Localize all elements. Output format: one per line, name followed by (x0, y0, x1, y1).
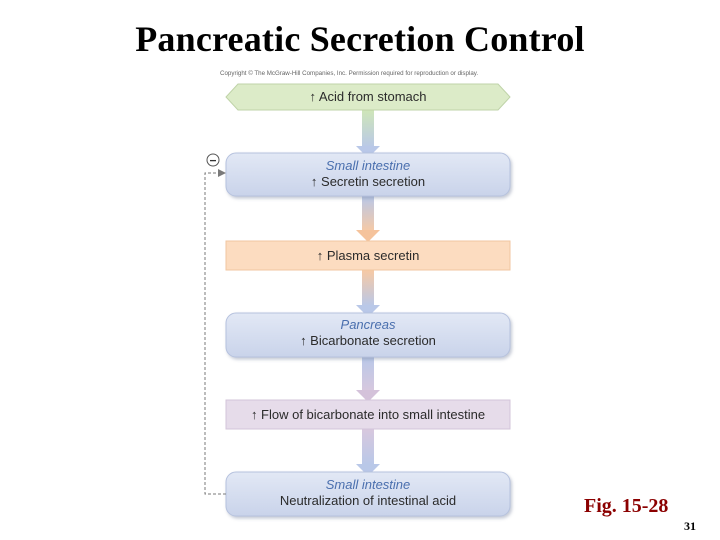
step-2-text: ↑ Secretin secretion (310, 174, 426, 189)
step-6-label: Small intestine Neutralization of intest… (226, 477, 510, 509)
step-3-label: ↑ Plasma secretin (226, 248, 510, 264)
arrow-5 (356, 429, 380, 476)
inhibition-symbol: − (209, 154, 216, 168)
step-5-label: ↑ Flow of bicarbonate into small intesti… (226, 407, 510, 423)
step-6-text: Neutralization of intestinal acid (279, 493, 457, 508)
step-3-box (225, 240, 511, 271)
step-4-site: Pancreas (340, 317, 396, 332)
step-2-box (225, 152, 511, 197)
negative-feedback-loop (204, 153, 226, 495)
arrow-1 (356, 110, 380, 158)
slide-title: Pancreatic Secretion Control (135, 19, 585, 59)
step-3-text: ↑ Plasma secretin (316, 248, 420, 263)
step-5-box (225, 399, 511, 430)
step-5-text: ↑ Flow of bicarbonate into small intesti… (250, 407, 486, 422)
step-6-site: Small intestine (325, 477, 411, 492)
step-1-label: ↑ Acid from stomach (226, 89, 510, 105)
step-2-site: Small intestine (325, 158, 411, 173)
page-number: 31 (684, 519, 696, 533)
step-4-box (225, 312, 511, 358)
arrow-2 (356, 196, 380, 242)
step-1-box (225, 83, 511, 111)
arrow-4 (356, 357, 380, 402)
step-4-text: ↑ Bicarbonate secretion (300, 333, 436, 348)
copyright-notice: Copyright © The McGraw-Hill Companies, I… (220, 70, 479, 77)
step-2-label: Small intestine ↑ Secretin secretion (226, 158, 510, 190)
arrow-3 (356, 270, 380, 317)
step-4-label: Pancreas ↑ Bicarbonate secretion (226, 317, 510, 349)
step-1-text: ↑ Acid from stomach (309, 89, 427, 104)
figure-label: Fig. 15-28 (584, 495, 669, 517)
